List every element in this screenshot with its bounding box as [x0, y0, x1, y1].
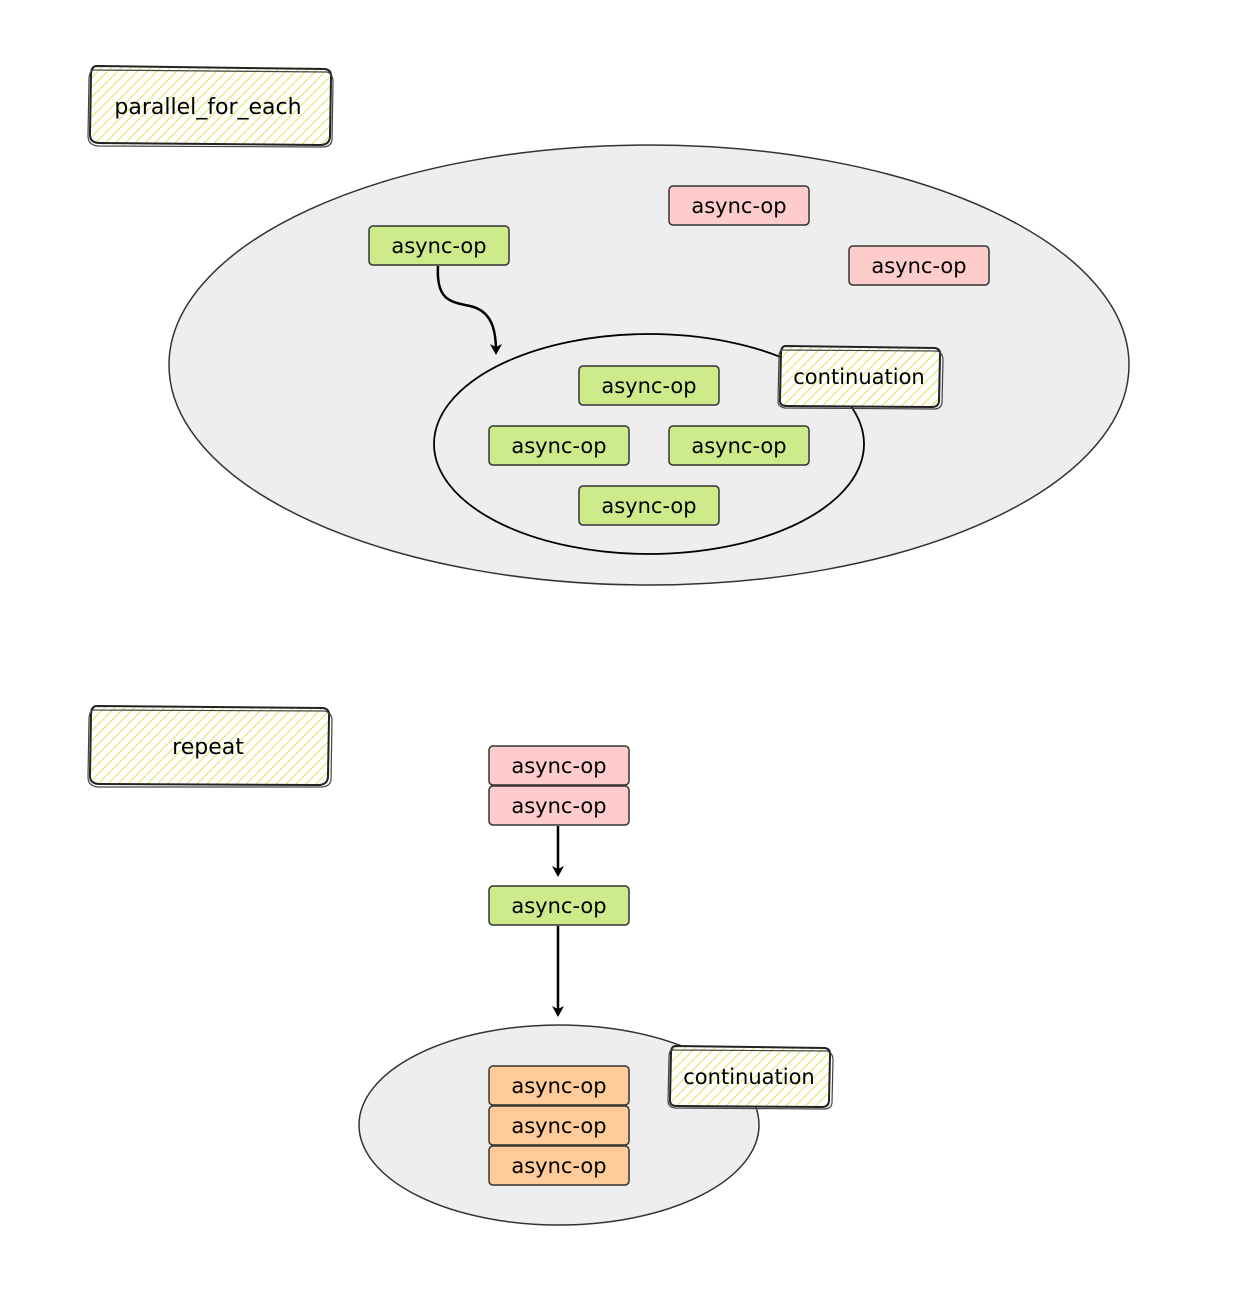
outer-pink-async-op-1: async-op [668, 185, 810, 226]
repeat-orange-async-op-3: async-op [488, 1145, 630, 1186]
repeat-pink-async-op-1: async-op [488, 745, 630, 786]
repeat-pink-async-op-2: async-op [488, 785, 630, 826]
inner-async-op-top: async-op [578, 365, 720, 406]
outer-pink-async-op-2-label: async-op [871, 254, 966, 278]
repeat-pink-async-op-2-label: async-op [511, 794, 606, 818]
repeat-label: repeat [87, 704, 333, 788]
repeat-orange-async-op-3-label: async-op [511, 1154, 606, 1178]
outer-pink-async-op-1-label: async-op [691, 194, 786, 218]
repeat-pink-async-op-1-label: async-op [511, 754, 606, 778]
parallel-arrow [436, 265, 502, 355]
repeat-orange-async-op-2-label: async-op [511, 1114, 606, 1138]
repeat-orange-async-op-2: async-op [488, 1105, 630, 1146]
parallel-continuation-label: continuation [777, 344, 944, 410]
outer-pink-async-op-2: async-op [848, 245, 990, 286]
parallel-for-each-label: parallel_for_each [87, 64, 334, 148]
inner-async-op-bottom-label: async-op [601, 494, 696, 518]
repeat-continuation-text: continuation [683, 1065, 815, 1089]
repeat-green-async-op: async-op [488, 885, 630, 926]
outer-green-async-op: async-op [368, 225, 510, 266]
inner-async-op-top-label: async-op [601, 374, 696, 398]
inner-async-op-left: async-op [488, 425, 630, 466]
repeat-orange-async-op-1: async-op [488, 1065, 630, 1106]
repeat-orange-async-op-1-label: async-op [511, 1074, 606, 1098]
repeat-title: repeat [172, 735, 244, 760]
inner-async-op-bottom: async-op [578, 485, 720, 526]
outer-green-async-op-label: async-op [391, 234, 486, 258]
repeat-green-async-op-label: async-op [511, 894, 606, 918]
inner-async-op-left-label: async-op [511, 434, 606, 458]
inner-container-ellipse [433, 333, 865, 555]
repeat-continuation-label: continuation [667, 1044, 834, 1110]
inner-async-op-right-label: async-op [691, 434, 786, 458]
parallel-continuation-text: continuation [793, 365, 925, 389]
inner-async-op-right: async-op [668, 425, 810, 466]
parallel-for-each-title: parallel_for_each [114, 95, 301, 120]
